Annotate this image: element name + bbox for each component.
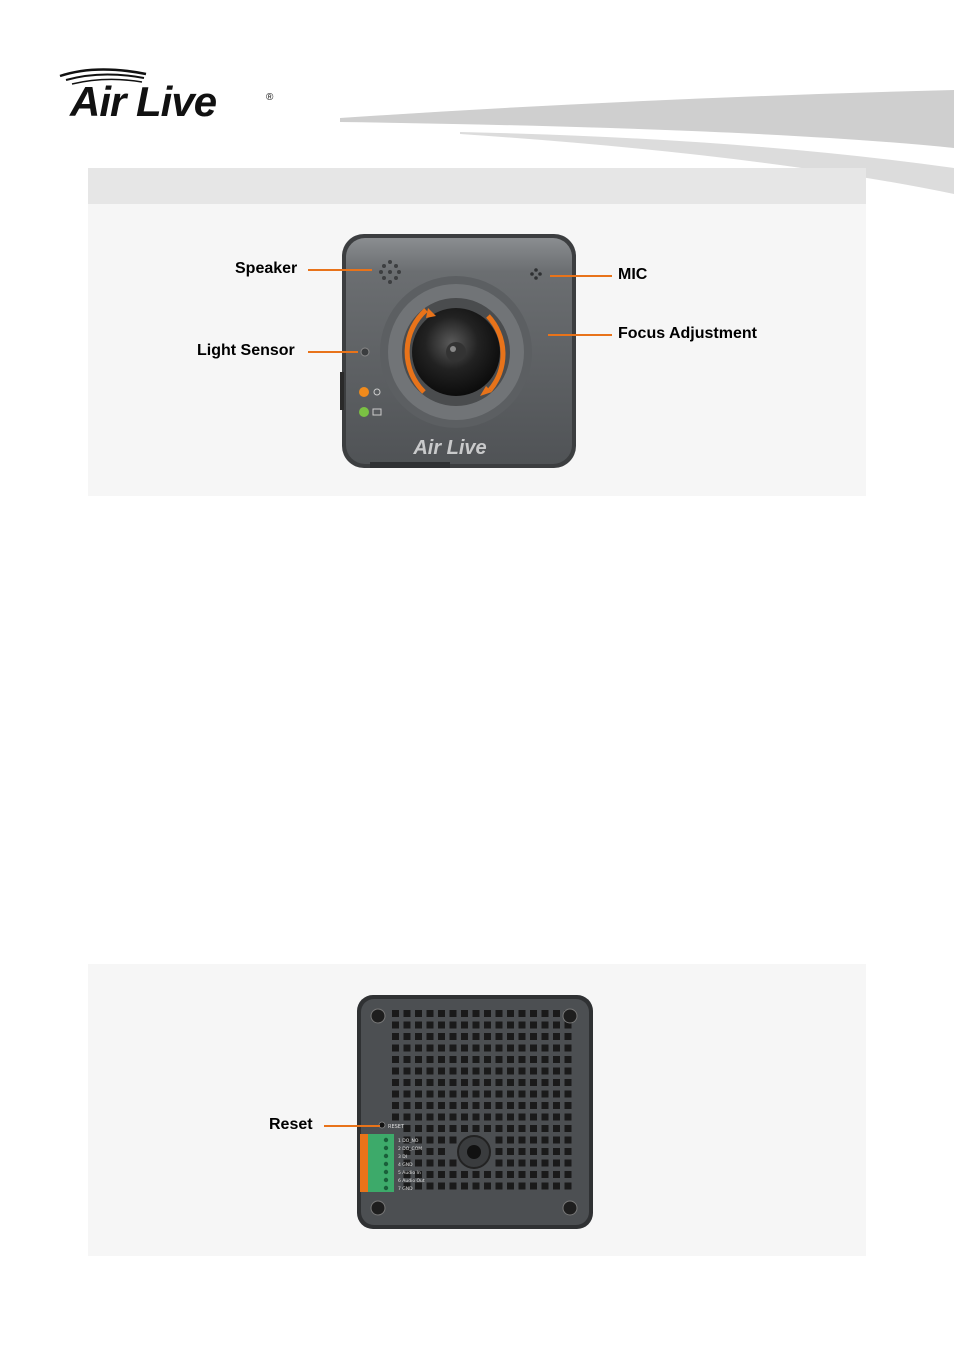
- vent-grid: [392, 1010, 572, 1190]
- leader-line-mic: [550, 275, 612, 277]
- label-reset: Reset: [269, 1116, 313, 1133]
- label-focus-adjustment: Focus Adjustment: [618, 325, 757, 342]
- leader-line-speaker: [308, 269, 372, 271]
- terminal-pin-labels: 1 DO_NO 2 DO_COM 3 DI 4 GND 5 Audio In 6 Audi…: [383, 1137, 425, 1192]
- terminal-pin: [383, 1161, 389, 1167]
- terminal-pin-label: 3 DI: [398, 1154, 407, 1160]
- terminal-pin-label: 4 GND: [398, 1162, 413, 1168]
- leader-line-reset: [324, 1125, 380, 1127]
- terminal-pin: [383, 1137, 389, 1143]
- label-light-sensor: Light Sensor: [197, 342, 295, 359]
- terminal-pin: [383, 1185, 389, 1191]
- device-logo-text: Air Live: [412, 437, 486, 459]
- terminal-pin-label: 1 DO_NO: [398, 1138, 419, 1144]
- terminal-pin: [383, 1145, 389, 1151]
- registered-mark: ®: [266, 92, 274, 103]
- reset-print: RESET: [388, 1124, 405, 1130]
- airlive-logo: Air Live ®: [56, 62, 286, 132]
- logo-swirl-icon: [59, 68, 147, 85]
- terminal-pin: [383, 1153, 389, 1159]
- terminal-pin-label: 2 DO_COM: [398, 1146, 422, 1152]
- section-title-bar: [88, 168, 866, 204]
- terminal-pin-label: 7 GND: [398, 1186, 413, 1192]
- camera-back-image: RESET 1 DO_NO 2 DO_COM 3 DI 4 GND 5 Audio In…: [357, 995, 593, 1229]
- label-mic: MIC: [618, 266, 648, 283]
- leader-line-light-sensor: [308, 351, 358, 353]
- camera-front-image: Air Live: [340, 234, 576, 468]
- terminal-pin: [383, 1177, 389, 1183]
- terminal-pin-label: 5 Audio In: [398, 1170, 421, 1176]
- terminal-pin: [383, 1169, 389, 1175]
- terminal-pin-label: 6 Audio Out: [398, 1178, 425, 1184]
- header-swoosh-decoration: [340, 90, 954, 194]
- label-speaker: Speaker: [235, 260, 298, 277]
- leader-line-focus: [548, 334, 612, 336]
- logo-text: Air Live: [70, 78, 217, 125]
